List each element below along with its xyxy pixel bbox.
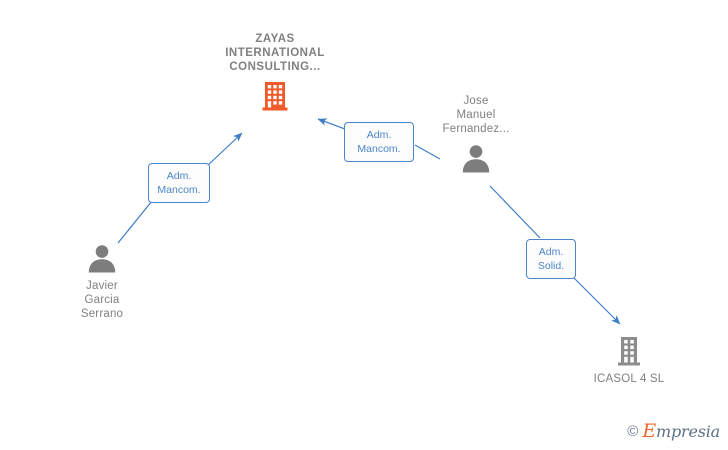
node-jose-manuel-fernandez[interactable]: Jose Manuel Fernandez... xyxy=(406,94,546,175)
person-icon xyxy=(459,141,493,175)
node-label-javier: Javier Garcia Serrano xyxy=(80,280,124,320)
node-label-icasol: ICASOL 4 SL xyxy=(593,373,665,385)
copyright-icon: © xyxy=(627,423,639,440)
brand-wordmark: Empresia xyxy=(642,422,720,441)
empresia-watermark: © Empresia xyxy=(627,422,720,441)
node-icasol-4-sl[interactable]: ICASOL 4 SL xyxy=(559,334,699,386)
brand-rest: mpresia xyxy=(656,422,720,441)
brand-initial: E xyxy=(642,420,656,442)
building-icon xyxy=(258,79,292,113)
node-label-jose: Jose Manuel Fernandez... xyxy=(442,95,510,135)
node-zayas-international-consulting[interactable]: ZAYAS INTERNATIONAL CONSULTING... xyxy=(205,32,345,113)
building-icon xyxy=(612,334,646,368)
edge-label-javier-zayas[interactable]: Adm. Mancom. xyxy=(148,163,210,203)
node-javier-garcia-serrano[interactable]: Javier Garcia Serrano xyxy=(32,241,172,321)
edge-label-jose-icasol[interactable]: Adm. Solid. xyxy=(526,239,576,279)
node-label-zayas: ZAYAS INTERNATIONAL CONSULTING... xyxy=(225,33,325,73)
edge-label-jose-zayas[interactable]: Adm. Mancom. xyxy=(344,122,414,162)
person-icon xyxy=(85,241,119,275)
